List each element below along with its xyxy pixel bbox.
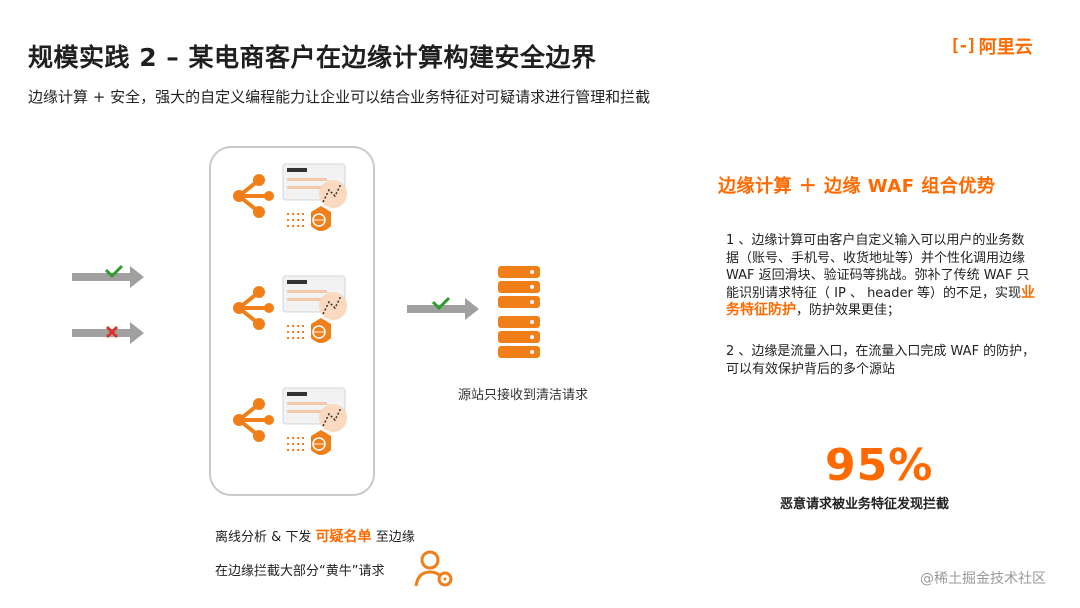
server-label: 源站只接收到清洁请求 [458,388,589,403]
advantage-point-1: 1 、边缘计算可由客户自定义输入可以用户的业务数据（账号、手机号、收货地址等）并… [726,232,1036,320]
edge-node-icon [233,174,274,218]
aliyun-logo-text: 阿里云 [978,37,1033,58]
waf-shield-icon [311,318,331,343]
caption-highlight: 可疑名单 [315,529,372,545]
aliyun-logo-mark: [-] [950,36,977,56]
edge-node-2 [233,275,347,343]
incoming-arrow-allowed [72,264,144,288]
point-highlight: 业务特征防护 [726,284,1036,319]
aliyun-logo: [-] 阿里云 [950,33,1033,59]
point-text: 1 、边缘计算可由客户自定义输入可以用户的业务数据（账号、手机号、收货地址等）并… [726,233,1030,301]
stat-value: 95% [825,440,934,491]
panel-heading: 边缘计算 ＋ 边缘 WAF 组合优势 [718,176,996,197]
outgoing-arrow-clean [407,296,479,320]
cross-icon [105,325,119,339]
stat-caption: 恶意请求被业务特征发现拦截 [780,497,950,512]
check-icon [104,264,124,279]
caption-text: 离线分析 & 下发 [215,530,312,545]
page-title: 规模实践 2 – 某电商客户在边缘计算构建安全边界 [28,43,597,72]
caption-text: 至边缘 [375,530,415,545]
edge-node-icon [233,398,274,442]
check-icon [431,296,451,311]
caption-edge-block: 在边缘拦截大部分“黄牛”请求 [215,564,385,579]
user-gear-icon [414,550,453,587]
advantage-point-2: 2 、边缘是流量入口，在流量入口完成 WAF 的防护，可以有效保护背后的多个源站 [726,344,1036,377]
waf-shield-icon [311,430,331,455]
watermark: @稀土掘金技术社区 [920,571,1046,587]
waf-shield-icon [311,206,331,231]
caption-offline-analysis: 离线分析 & 下发 可疑名单 至边缘 [215,526,415,546]
point-text: ，防护效果更佳； [796,303,901,318]
server-stack-icon [498,266,540,358]
edge-node-3 [233,387,347,455]
incoming-arrow-blocked [72,322,144,344]
edge-node-icon [233,286,274,330]
edge-node-1 [233,163,347,231]
page-subtitle: 边缘计算 + 安全，强大的自定义编程能力让企业可以结合业务特征对可疑请求进行管理… [28,88,651,106]
